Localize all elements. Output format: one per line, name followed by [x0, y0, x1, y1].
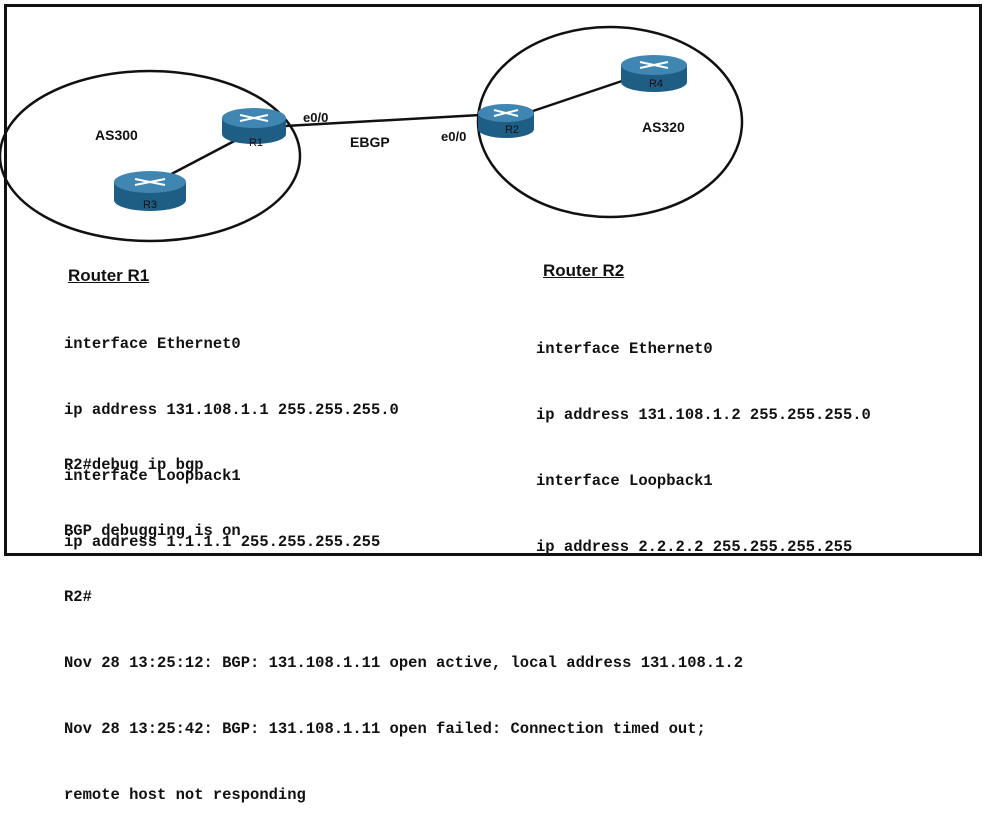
debug-line: Nov 28 13:25:42: BGP: 131.108.1.11 open …: [64, 720, 706, 738]
config-line: ip address 131.108.1.2 255.255.255.0: [536, 406, 871, 424]
router-r2-label: R2: [505, 124, 519, 136]
ebgp-label: EBGP: [350, 134, 390, 150]
debug-line: Nov 28 13:25:12: BGP: 131.108.1.11 open …: [64, 654, 744, 672]
router-r4: R4: [621, 55, 687, 92]
as300-boundary: [0, 69, 302, 243]
as300-label: AS300: [95, 127, 138, 143]
as320-label: AS320: [642, 119, 685, 135]
config-line: interface Ethernet0: [536, 340, 713, 358]
debug-line: remote host not responding: [64, 786, 306, 804]
router-r1-heading: Router R1: [68, 266, 150, 285]
link-r1-r3: [159, 136, 241, 182]
config-line: ip address 2.2.2.2 255.255.255.255: [536, 538, 853, 556]
link-r2-r4: [529, 78, 626, 114]
config-line: ip address 1.1.1.1 255.255.255.255: [64, 533, 381, 551]
r1-interface-label: e0/0: [303, 110, 328, 125]
debug-line: BGP debugging is on: [64, 522, 241, 540]
router-r1: R1: [222, 108, 286, 149]
debug-line: R2#: [64, 588, 92, 606]
diagram-frame: [4, 4, 982, 556]
r2-interface-label: e0/0: [441, 129, 466, 144]
network-topology: R1 R3 R2 R4 AS300 AS320 EBGP e0/0 e0/0: [0, 25, 744, 243]
router-r1-config: interface Ethernet0 ip address 131.108.1…: [64, 289, 399, 575]
router-r4-label: R4: [649, 78, 663, 90]
router-r2-config: interface Ethernet0 ip address 131.108.1…: [536, 294, 871, 580]
link-r1-r2-ebgp: [284, 113, 481, 128]
router-r3-label: R3: [143, 199, 157, 211]
router-r2: R2: [478, 104, 534, 138]
debug-line: R2#debug ip bgp: [64, 456, 204, 474]
router-r1-label: R1: [249, 137, 263, 149]
bgp-debug-output: R2#debug ip bgp BGP debugging is on R2# …: [64, 410, 743, 828]
config-line: interface Ethernet0: [64, 335, 241, 353]
config-line: interface Loopback1: [64, 467, 241, 485]
config-line: ip address 131.108.1.1 255.255.255.0: [64, 401, 399, 419]
config-line: interface Loopback1: [536, 472, 713, 490]
router-r3: R3: [114, 171, 186, 211]
router-r2-heading: Router R2: [543, 261, 625, 280]
